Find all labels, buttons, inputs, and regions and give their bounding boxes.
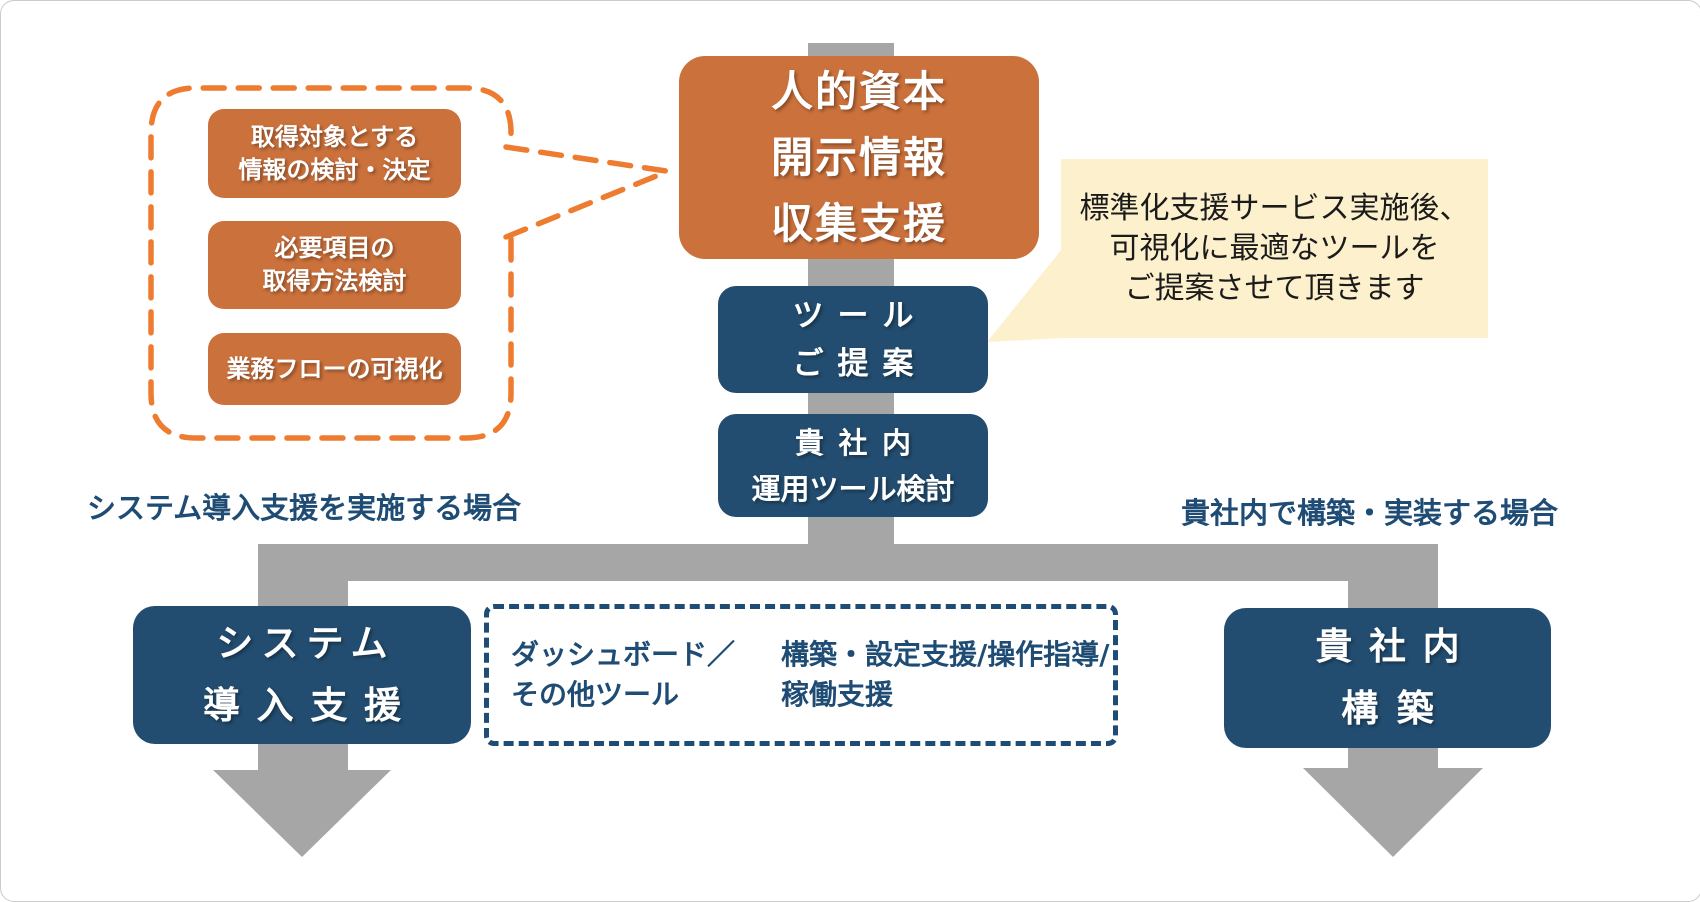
system-implementation-line: システム (216, 622, 396, 665)
tool-detail-col-services: 構築・設定支援/操作指導/ 稼働支援 (781, 635, 1109, 715)
callout-item-acquisition-method: 必要項目の 取得方法検討 (208, 221, 461, 309)
speech-bubble-line: 可視化に最適なツールを (1109, 230, 1440, 266)
internal-tool-review-line: 貴社内 (794, 425, 926, 460)
tool-proposal-box: ツール ご提案 (718, 286, 988, 393)
main-process-box: 人的資本 開示情報 収集支援 (679, 56, 1039, 259)
tool-detail-col-tools: ダッシュボード／ その他ツール (511, 635, 735, 715)
internal-tool-review-line: 運用ツール検討 (751, 471, 955, 506)
callout-item-line: 必要項目の (274, 234, 395, 262)
speech-bubble: 標準化支援サービス実施後、 可視化に最適なツールを ご提案させて頂きます (1061, 159, 1488, 338)
callout-item-target-info: 取得対象とする 情報の検討・決定 (208, 109, 461, 198)
callout-item-line: 情報の検討・決定 (238, 155, 431, 184)
tool-proposal-line: ツール (792, 297, 928, 334)
callout-item-workflow-visualization: 業務フローの可視化 (208, 333, 461, 405)
callout-item-line: 業務フローの可視化 (226, 354, 443, 383)
dashed-callout-tail-bottom (503, 169, 669, 240)
system-implementation-box: システム 導入支援 (133, 606, 471, 744)
main-process-line: 人的資本 (770, 66, 947, 116)
speech-bubble-line: 標準化支援サービス実施後、 (1079, 190, 1470, 226)
tool-detail-line: 稼働支援 (781, 678, 894, 711)
speech-bubble-line: ご提案させて頂きます (1124, 270, 1425, 306)
dashed-callout-rect (148, 85, 514, 441)
branch-horizontal-bar (258, 544, 1438, 581)
callout-item-line: 取得対象とする (250, 122, 419, 151)
system-implementation-line: 導入支援 (203, 684, 418, 727)
tool-detail-line: その他ツール (511, 678, 680, 711)
inhouse-build-line: 構築 (1341, 687, 1453, 730)
main-process-line: 収集支援 (770, 198, 947, 248)
branch-label-system-support: システム導入支援を実施する場合 (87, 491, 522, 525)
tool-proposal-line: ご提案 (792, 345, 928, 382)
stub-internal-to-bar (808, 513, 894, 549)
inhouse-build-line: 貴社内 (1315, 625, 1477, 668)
main-process-line: 開示情報 (770, 132, 947, 182)
dashed-callout-outline (148, 85, 669, 441)
tool-detail-line: 構築・設定支援/操作指導/ (781, 638, 1110, 671)
tool-detail-dashed-box: ダッシュボード／ その他ツール 構築・設定支援/操作指導/ 稼働支援 (484, 604, 1118, 746)
right-arrow-head (1303, 768, 1483, 857)
callout-item-line: 取得方法検討 (262, 267, 407, 295)
inhouse-build-box: 貴社内 構築 (1224, 608, 1551, 748)
branch-label-inhouse-build: 貴社内で構築・実装する場合 (1181, 496, 1559, 530)
tool-detail-line: ダッシュボード／ (511, 638, 736, 671)
left-arrow-head (213, 770, 391, 857)
internal-tool-review-box: 貴社内 運用ツール検討 (718, 414, 988, 517)
dashed-callout-tail-top (503, 144, 669, 174)
speech-bubble-tail (987, 249, 1062, 342)
